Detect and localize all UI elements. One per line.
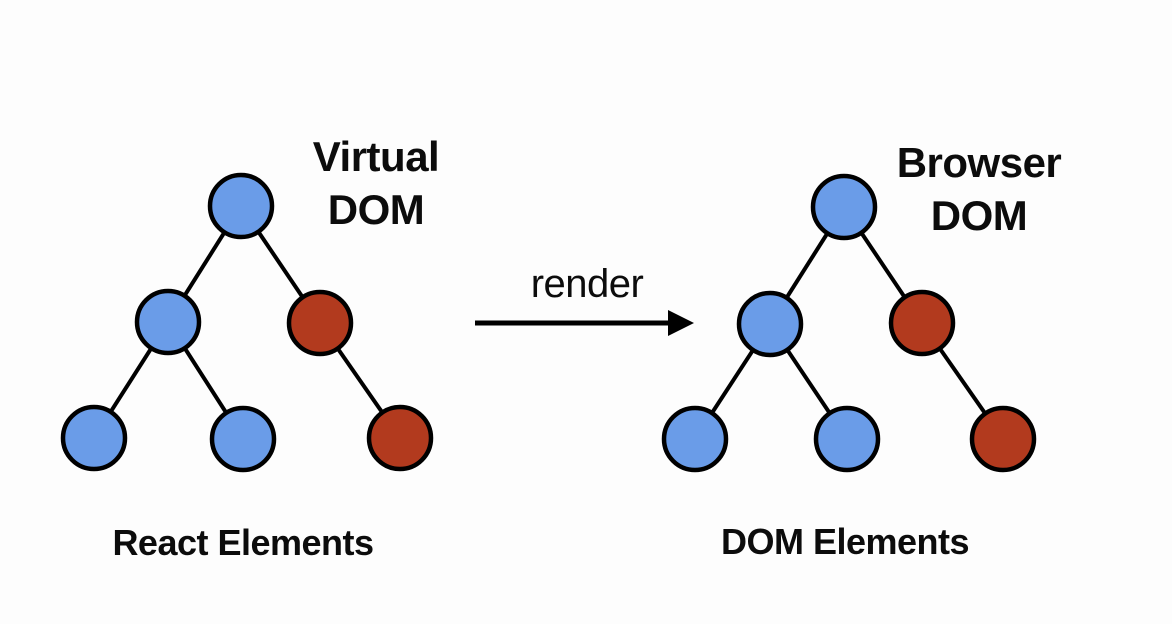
virtual-dom-label: Virtual DOM bbox=[312, 133, 440, 233]
browser-dom-tree-node-red bbox=[969, 405, 1037, 473]
browser-dom-tree-node-blue bbox=[813, 405, 881, 473]
virtual-dom-tree-node-blue bbox=[134, 288, 202, 356]
browser-dom-tree-node-blue bbox=[810, 173, 878, 241]
browser-dom-tree-node-blue bbox=[736, 290, 804, 358]
virtual-dom-tree-node-red bbox=[366, 404, 434, 472]
virtual-dom-tree-node-blue bbox=[60, 404, 128, 472]
virtual-dom-tree-node-red bbox=[286, 289, 354, 357]
browser-dom-tree-node-red bbox=[888, 289, 956, 357]
browser-dom-label: Browser DOM bbox=[896, 139, 1062, 239]
render-arrow-head bbox=[668, 310, 694, 336]
react-elements-caption: React Elements bbox=[112, 522, 374, 563]
render-arrow-label: render bbox=[530, 262, 644, 306]
browser-dom-tree-node-blue bbox=[661, 405, 729, 473]
dom-elements-caption: DOM Elements bbox=[720, 521, 970, 562]
virtual-dom-tree-node-blue bbox=[209, 405, 277, 473]
virtual-dom-tree-node-blue bbox=[207, 172, 275, 240]
